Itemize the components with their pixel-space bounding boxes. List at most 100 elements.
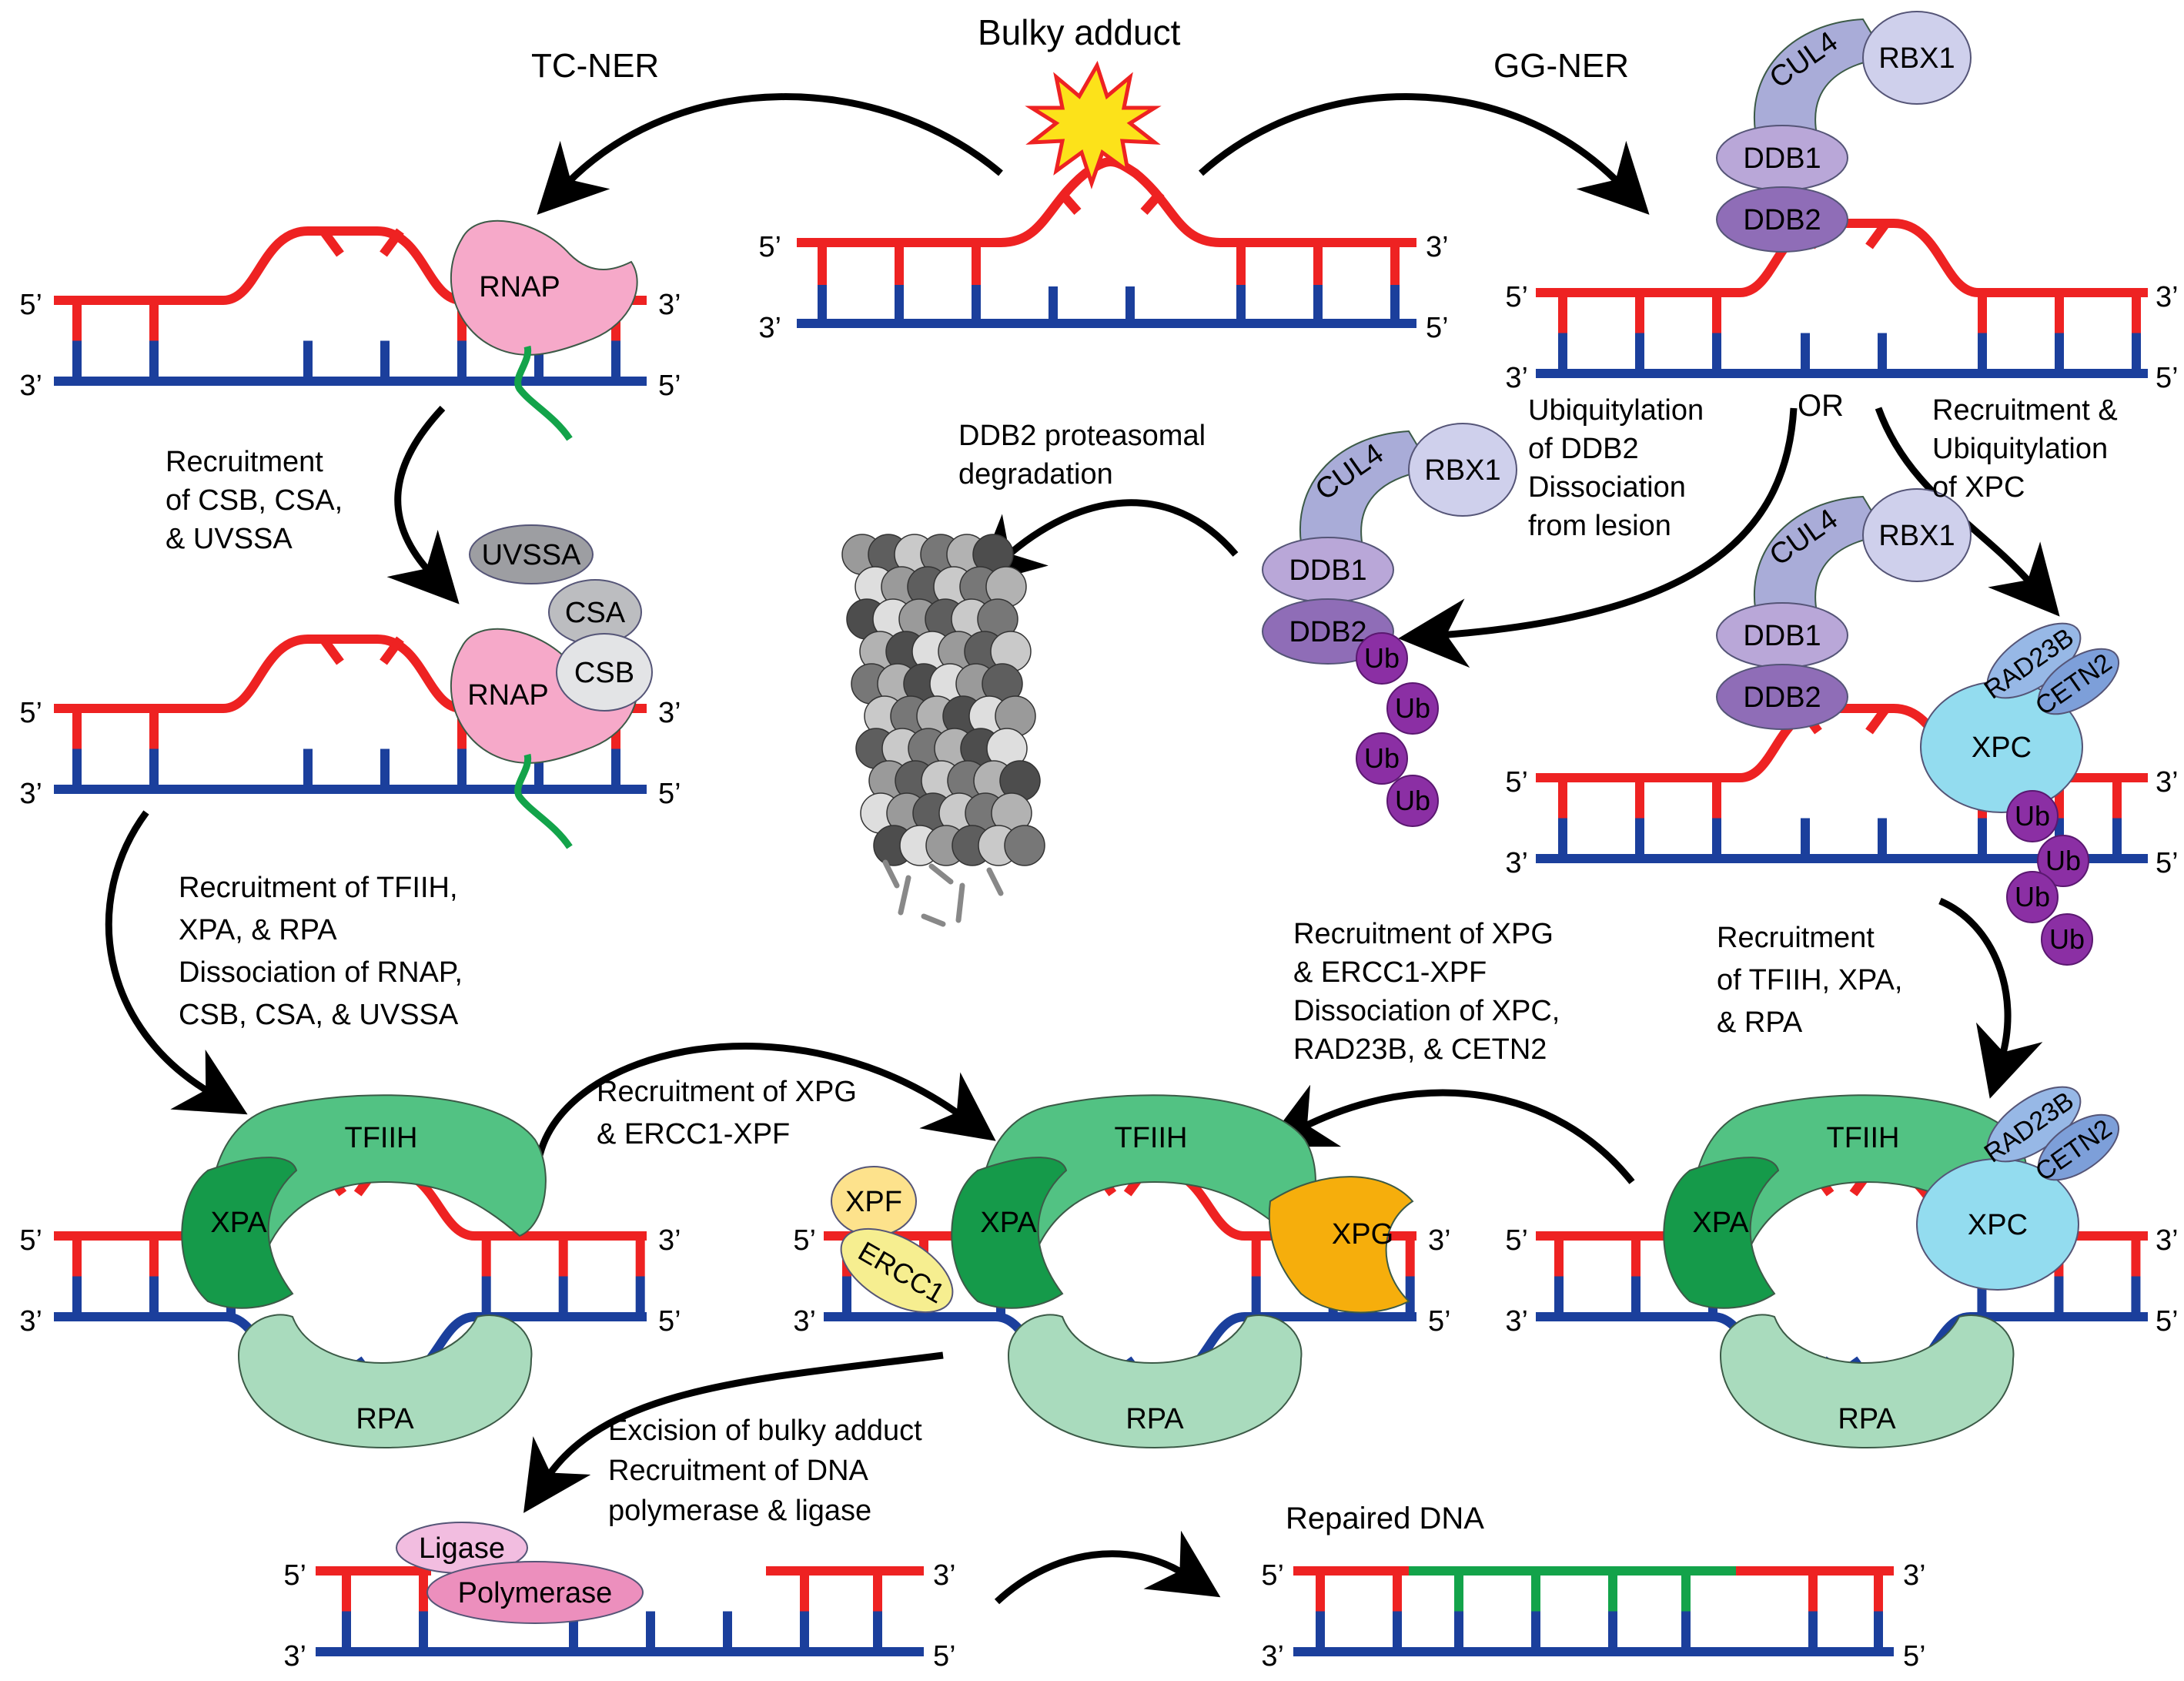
- strand-end-label: 3’: [1903, 1559, 1926, 1592]
- ub-free-2: Ub: [1386, 682, 1439, 735]
- bubble-base: [380, 228, 404, 257]
- top-strand: [54, 635, 647, 713]
- ub-shape: [1356, 632, 1408, 685]
- strand-end-label: 3’: [2156, 766, 2179, 799]
- ddb-free-rbx1-shape: [1408, 423, 1517, 517]
- xpc-1-label: XPC: [1972, 732, 2032, 764]
- rnap-2: RNAP: [450, 628, 638, 764]
- dna-gg-1: [1536, 219, 2148, 378]
- xpc-2-label: XPC: [1968, 1209, 2028, 1241]
- ddb-gg2-rbx1-shape: [1862, 488, 1972, 582]
- step-excision-line: Excision of bulky adduct: [608, 1415, 922, 1447]
- strand-end-label: 3’: [1505, 1305, 1528, 1338]
- strand-end-label: 3’: [1261, 1640, 1284, 1673]
- csa: CSA: [548, 579, 642, 645]
- ddb-gg1-rbx1: RBX1: [1862, 11, 1972, 105]
- polymerase: Polymerase: [426, 1561, 644, 1624]
- cetn2-2-shape: [2037, 1113, 2120, 1181]
- ub-xpc-2: Ub: [2037, 835, 2089, 887]
- dna-lesion: [797, 60, 1416, 328]
- ddb-free-rbx1: RBX1: [1408, 423, 1517, 517]
- open-center-rpa-shape: [1007, 1314, 1303, 1449]
- rna-transcript-2: [514, 753, 573, 849]
- step-tc-recruit-tfiih: Recruitment of TFIIH,XPA, & RPADissociat…: [179, 872, 463, 1031]
- ddb-gg1-ddb2: DDB2: [1716, 186, 1848, 253]
- ercc1-shape: [840, 1227, 954, 1314]
- open-gg-xpa: XPA: [1663, 1157, 1780, 1309]
- xpf: XPF: [831, 1166, 917, 1237]
- strand-end-label: 5’: [658, 778, 681, 810]
- step-gg-recruit-xpg-line: Recruitment of XPG: [1293, 918, 1554, 950]
- strand-end-label: 5’: [19, 1224, 42, 1257]
- ub-xpc-1: Ub: [2006, 790, 2059, 842]
- rnap-1-label: RNAP: [479, 271, 560, 303]
- ub-shape: [1356, 732, 1408, 785]
- step-ddb2-degradation-line: DDB2 proteasomal: [958, 420, 1206, 452]
- strand-end-label: 3’: [19, 370, 42, 402]
- ddb-gg2-cul4: [1753, 495, 1888, 614]
- end-labels: 5’3’3’5’5’3’3’5’5’3’3’5’5’3’3’5’5’3’3’5’…: [19, 231, 2178, 1673]
- ddb-free-cul4: [1299, 430, 1433, 548]
- strand-end-label: 5’: [793, 1224, 816, 1257]
- step-tc-recruit-csb-line: & UVSSA: [166, 523, 293, 555]
- xpg: XPG: [1268, 1176, 1414, 1314]
- ddb-free-rbx1-label: RBX1: [1424, 454, 1500, 487]
- ub-shape: [2006, 790, 2059, 842]
- step-tc-recruit-csb-line: Recruitment: [166, 446, 323, 478]
- dna-open-left: [54, 1166, 647, 1387]
- peptide-fragment: [882, 859, 900, 889]
- bulky-adduct-label: Bulky adduct: [978, 12, 1181, 52]
- csb-shape: [556, 633, 653, 712]
- ddb-gg2-ddb2-shape: [1716, 664, 1848, 730]
- ligase-label: Ligase: [419, 1532, 505, 1565]
- top-strand: [54, 226, 647, 305]
- open-tc-xpa-label: XPA: [210, 1207, 267, 1239]
- strand-end-label: 3’: [19, 778, 42, 810]
- peptide-fragment: [986, 867, 1004, 896]
- step-tc-recruit-tfiih-line: Recruitment of TFIIH,: [179, 872, 458, 904]
- step-ubiquitylation-ddb2-line: Dissociation: [1528, 471, 1686, 504]
- lesion-star-icon: [1025, 60, 1162, 189]
- step-excision-line: polymerase & ligase: [608, 1495, 871, 1527]
- step-labels: Recruitment of CSB, CSA, & UVSSA Recruitmen…: [166, 394, 2118, 1527]
- strand-end-label: 5’: [1505, 281, 1528, 313]
- step-tc-recruit-xpg: Recruitment of XPG& ERCC1-XPF: [597, 1076, 857, 1150]
- xpf-label: XPF: [845, 1186, 902, 1218]
- step-ddb2-degradation-line: degradation: [958, 458, 1113, 491]
- step-tc-recruit-tfiih-line: Dissociation of RNAP,: [179, 956, 463, 989]
- step-recruit-xpc-line: of XPC: [1932, 471, 2025, 504]
- step-tc-recruit-tfiih-line: CSB, CSA, & UVSSA: [179, 999, 459, 1031]
- peptide-fragment: [898, 875, 911, 916]
- rna-transcript-1: [514, 345, 573, 441]
- ub-label: Ub: [1395, 785, 1430, 816]
- csb: CSB: [556, 633, 653, 712]
- top-strand: [1536, 219, 2148, 297]
- dna-repaired: [1293, 1566, 1894, 1656]
- open-center-rpa: RPA: [1007, 1314, 1303, 1449]
- ub-free-4: Ub: [1386, 775, 1439, 827]
- bubble-base: [1865, 705, 1890, 735]
- strand-end-label: 3’: [1505, 362, 1528, 394]
- rnap-1: RNAP: [450, 219, 638, 356]
- peptide-fragment: [928, 863, 954, 885]
- ddb-free-cul4-shape: [1299, 430, 1433, 548]
- ub-free-1: Ub: [1356, 632, 1408, 685]
- step-tc-recruit-xpg-line: Recruitment of XPG: [597, 1076, 857, 1108]
- ddb-gg2-ddb2: DDB2: [1716, 664, 1848, 730]
- ub-shape: [2041, 913, 2093, 966]
- open-tc-tfiih-shape: [209, 1094, 547, 1264]
- step-tc-recruit-csb-line: of CSB, CSA,: [166, 484, 343, 517]
- open-gg-rpa: RPA: [1719, 1314, 2015, 1449]
- open-center-tfiih-label: TFIIH: [1115, 1122, 1188, 1154]
- ddb-gg1-rbx1-shape: [1862, 11, 1972, 105]
- bubble-base: [1865, 220, 1890, 249]
- ub-label: Ub: [2045, 845, 2081, 876]
- cetn2-1-shape: [2037, 648, 2120, 715]
- strand-end-label: 3’: [2156, 281, 2179, 313]
- gg-ner-label: GG-NER: [1493, 47, 1629, 85]
